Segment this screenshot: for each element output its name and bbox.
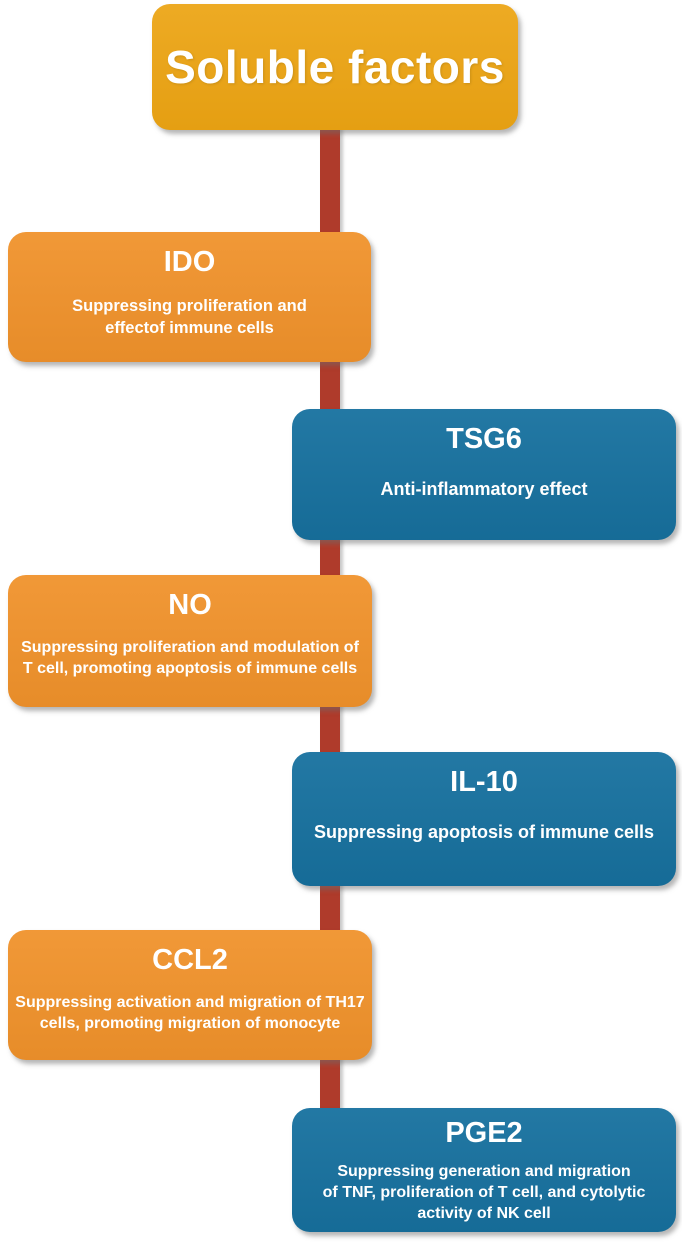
description-line: T cell, promoting apoptosis of immune ce… [22, 660, 358, 678]
node-no: NO Suppressing proliferation and modulat… [8, 575, 372, 707]
description-line: effectof immune cells [105, 318, 274, 337]
node-tsg6-title: TSG6 [446, 423, 522, 455]
node-tsg6-description: Anti-inflammatory effect [292, 478, 676, 502]
node-ccl2-description: Suppressing activation and migration of … [8, 992, 372, 1034]
node-ccl2: CCL2 Suppressing activation and migratio… [8, 930, 372, 1060]
diagram-title: Soluble factors [165, 41, 505, 93]
node-ido-title: IDO [163, 246, 216, 278]
description-line: Suppressing proliferation and [72, 297, 307, 315]
description-line: Suppressing proliferation and modulation… [21, 639, 359, 656]
node-ccl2-title: CCL2 [152, 944, 228, 976]
node-ido-description: Suppressing proliferation and effectof i… [8, 296, 371, 340]
node-il10-title: IL-10 [450, 766, 518, 798]
description-line: activity of NK cell [417, 1205, 551, 1223]
description-line: Suppressing generation and migration [337, 1163, 631, 1180]
node-tsg6: TSG6 Anti-inflammatory effect [292, 409, 676, 540]
node-pge2-title: PGE2 [445, 1117, 523, 1149]
description-line: cells, promoting migration of monocyte [39, 1015, 341, 1033]
description-line: Suppressing apoptosis of immune cells [313, 822, 655, 842]
node-pge2-description: Suppressing generation and migration of … [292, 1161, 676, 1224]
node-il10-description: Suppressing apoptosis of immune cells [292, 821, 676, 845]
node-il10: IL-10 Suppressing apoptosis of immune ce… [292, 752, 676, 886]
description-line: Suppressing activation and migration of … [15, 994, 365, 1011]
node-pge2: PGE2 Suppressing generation and migratio… [292, 1108, 676, 1232]
node-no-description: Suppressing proliferation and modulation… [8, 637, 372, 679]
node-ido: IDO Suppressing proliferation and effect… [8, 232, 371, 362]
node-no-title: NO [168, 589, 212, 621]
node-soluble-factors-header: Soluble factors [152, 4, 518, 130]
description-line: of TNF, proliferation of T cell, and cyt… [322, 1184, 646, 1202]
description-line: Anti-inflammatory effect [380, 479, 588, 499]
